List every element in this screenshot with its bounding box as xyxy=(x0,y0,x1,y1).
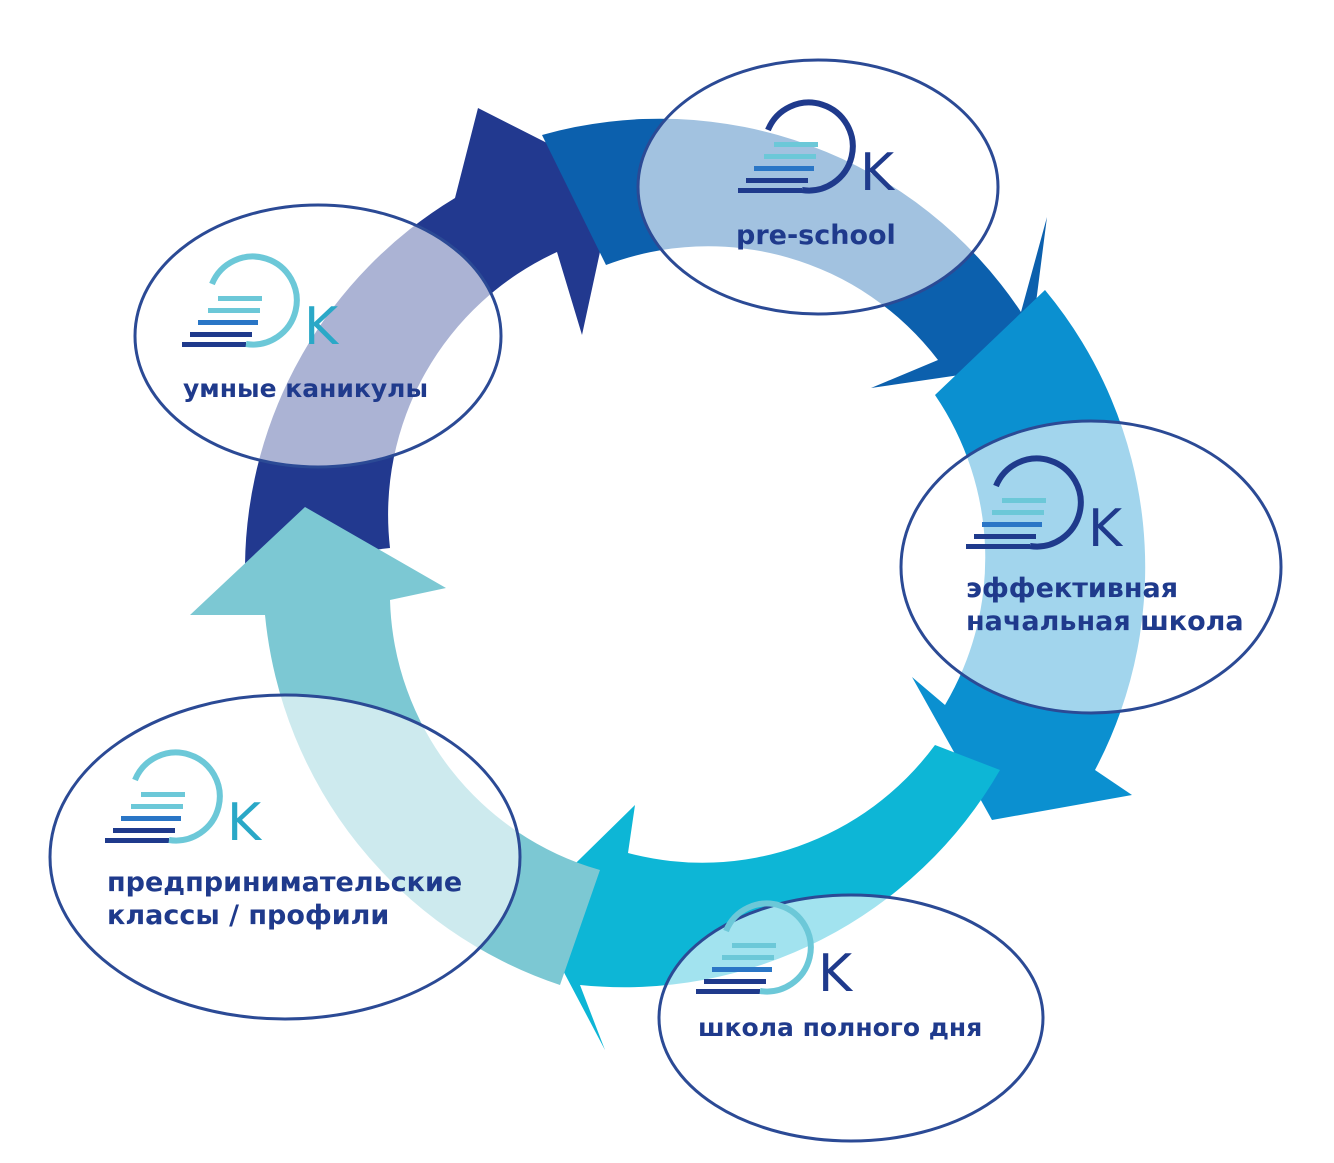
logo-bar xyxy=(190,332,252,337)
logo-bar xyxy=(218,296,262,301)
logo-bar xyxy=(121,816,181,821)
stage-node-full-day: K xyxy=(657,893,1045,1143)
stage-label-line: умные каникулы xyxy=(183,374,429,403)
stage-node-entrepreneur: K xyxy=(48,693,522,1021)
stage-label-effective-primary: эффективная начальная школа xyxy=(966,572,1244,638)
logo-bar xyxy=(764,154,816,159)
logo-bar xyxy=(696,989,760,994)
logo-bar xyxy=(198,320,258,325)
logo-bar xyxy=(131,804,183,809)
logo-ring xyxy=(132,749,223,844)
logo-bar xyxy=(754,166,814,171)
logo-bar xyxy=(712,967,772,972)
stage-ellipse xyxy=(48,693,522,1021)
stage-ellipse xyxy=(133,203,503,469)
stage-ellipses: K K K K K xyxy=(48,58,1283,1143)
logo-bar xyxy=(1002,498,1046,503)
ek-logo-icon: K xyxy=(738,99,896,203)
logo-bar xyxy=(966,544,1030,549)
logo-bar xyxy=(746,178,808,183)
logo-bar xyxy=(738,188,802,193)
logo-bar xyxy=(992,510,1044,515)
logo-bar xyxy=(722,955,774,960)
logo-bar xyxy=(732,943,776,948)
ek-logo-icon: K xyxy=(696,900,854,1004)
stage-label-line: классы / профили xyxy=(107,900,390,931)
stage-node-pre-school: K xyxy=(636,58,1000,316)
ek-logo-icon: K xyxy=(182,253,340,357)
logo-ring xyxy=(765,99,856,194)
stage-node-effective-primary: K xyxy=(899,419,1283,715)
logo-letter: K xyxy=(227,793,263,853)
cycle-arrow-4 xyxy=(530,745,1000,1050)
stage-label-line: начальная школа xyxy=(966,606,1244,637)
logo-bar xyxy=(141,792,185,797)
stage-label-pre-school: pre-school xyxy=(736,219,896,252)
logo-ring xyxy=(993,455,1084,550)
stage-label-line: pre-school xyxy=(736,220,896,251)
logo-ring xyxy=(723,900,814,995)
ek-logo-icon: K xyxy=(105,749,263,853)
logo-bar xyxy=(105,838,169,843)
stage-label-smart-holidays: умные каникулы xyxy=(183,372,428,405)
logo-bar xyxy=(182,342,246,347)
logo-ring xyxy=(209,253,300,348)
logo-letter: K xyxy=(818,944,854,1004)
logo-letter: K xyxy=(860,143,896,203)
stage-label-full-day: школа полного дня xyxy=(698,1011,982,1044)
stage-label-line: предпринимательские xyxy=(107,867,463,898)
stage-ellipse xyxy=(899,419,1283,715)
stage-label-line: эффективная xyxy=(966,573,1179,604)
logo-bar xyxy=(982,522,1042,527)
stage-label-line: школа полного дня xyxy=(698,1013,983,1042)
logo-bar xyxy=(774,142,818,147)
logo-bar xyxy=(208,308,260,313)
logo-letter: K xyxy=(1088,499,1124,559)
logo-bar xyxy=(704,979,766,984)
stage-node-smart-holidays: K xyxy=(133,203,503,469)
logo-bar xyxy=(113,828,175,833)
logo-bar xyxy=(974,534,1036,539)
logo-letter: K xyxy=(304,297,340,357)
ek-logo-icon: K xyxy=(966,455,1124,559)
stage-label-entrepreneur: предпринимательские классы / профили xyxy=(107,866,462,932)
